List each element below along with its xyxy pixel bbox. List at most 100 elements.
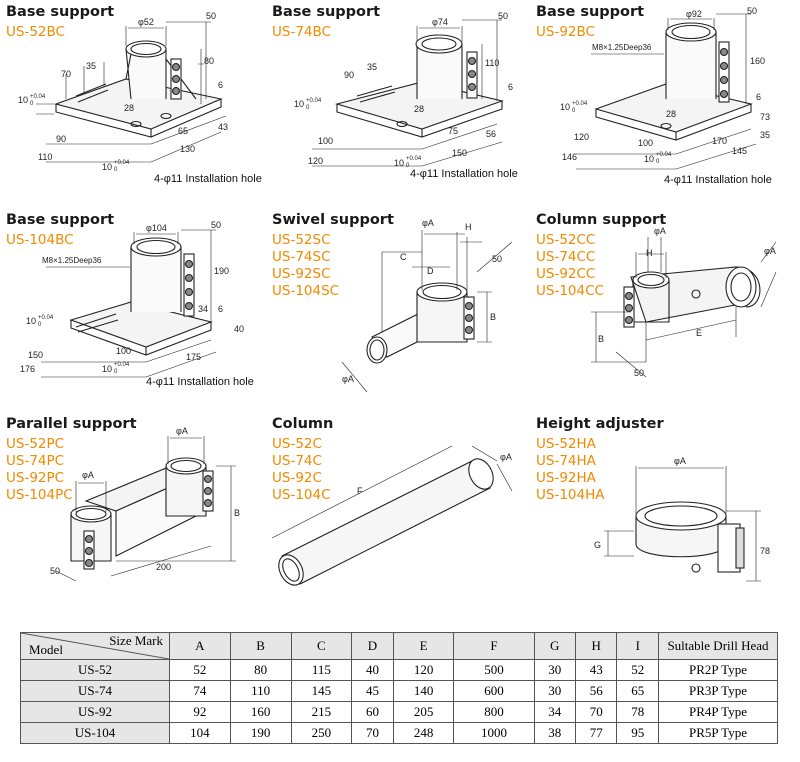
dim-label: 10 [102, 162, 112, 172]
model-label: US-104PC [6, 487, 73, 503]
dim-label: B [234, 508, 240, 518]
dim-label: 80 [204, 56, 214, 66]
dim-label: φA [674, 456, 686, 466]
model-label: US-92SC [272, 266, 331, 282]
table-cell: 248 [392, 722, 455, 744]
dim-label: G [594, 540, 601, 550]
dim-label: 35 [367, 62, 377, 72]
parallel-support-drawing: φA φA B 50 200 [50, 426, 240, 582]
dim-label: 0 [38, 322, 42, 328]
table-cell: 92 [169, 701, 231, 723]
column-header: I [616, 632, 659, 660]
model-label: US-92C [272, 470, 322, 486]
dim-label: 50 [498, 11, 508, 21]
dim-label: 78 [760, 546, 770, 556]
model-label: US-92PC [6, 470, 65, 486]
dim-label: 200 [156, 562, 171, 572]
model-cell: US-52 [20, 659, 170, 681]
dim-label: 110 [38, 152, 52, 162]
dim-label: 70 [61, 69, 71, 79]
table-cell: 30 [533, 659, 576, 681]
dim-label: φA [500, 452, 512, 462]
dim-label: +0.04 [114, 362, 130, 368]
dim-label: 0 [30, 101, 34, 107]
dim-label: +0.04 [114, 160, 130, 166]
dim-label: φ52 [138, 17, 154, 27]
dim-label: H [646, 248, 653, 258]
dim-label: 50 [634, 368, 644, 378]
dim-label: 75 [448, 126, 458, 136]
panel-title: Swivel support [272, 212, 394, 228]
table-cell: 600 [453, 680, 535, 702]
table-header-row: Size Mark Model A B C D E F G H I Sultab… [20, 632, 778, 660]
dim-label: 130 [180, 144, 195, 154]
dim-label: 10 [394, 158, 404, 168]
size-mark-label: Size Mark [109, 633, 163, 648]
dim-label: 35 [86, 61, 96, 71]
table-cell: 30 [533, 680, 576, 702]
dim-label: 176 [20, 364, 35, 374]
table-cell: 77 [574, 722, 618, 744]
table-cell: 95 [616, 722, 659, 744]
model-label: US-92CC [536, 266, 596, 282]
column-header: B [229, 632, 292, 660]
dim-label: 35 [760, 130, 770, 140]
table-cell: 60 [351, 701, 394, 723]
dim-label: 0 [572, 108, 576, 114]
dim-label: M8×1.25Deep36 [42, 256, 102, 265]
model-label: US-104SC [272, 283, 340, 299]
model-label: US-104C [272, 487, 331, 503]
panel-swivel-support: Swivel support US-52SC US-74SC US-92SC U… [272, 212, 534, 412]
table-cell: PR3P Type [658, 680, 778, 702]
dim-label: φ74 [432, 17, 448, 27]
dim-label: +0.04 [38, 315, 54, 321]
dim-label: 6 [756, 92, 761, 102]
dim-label: 10 [26, 316, 36, 326]
column-header: A [169, 632, 231, 660]
base-support-drawing: φ92 50 M8×1.25Deep36 160 6 10 +0.04 0 28… [560, 6, 770, 170]
column-drawing: F φA [271, 445, 513, 586]
table-cell: PR5P Type [658, 722, 778, 744]
panel-title: Column support [536, 212, 667, 228]
dim-label: 145 [732, 146, 747, 156]
dim-label: 28 [414, 104, 424, 114]
table-cell: 34 [533, 701, 576, 723]
dim-label: 100 [116, 346, 131, 356]
dim-label: 0 [114, 167, 118, 173]
installation-hole-note: 4-φ11 Installation hole [154, 173, 262, 185]
dim-label: φA [764, 246, 776, 256]
dim-label: 170 [712, 136, 727, 146]
dim-label: D [427, 266, 434, 276]
dim-label: F [357, 486, 363, 496]
dim-label: 175 [186, 352, 201, 362]
table-cell: 78 [616, 701, 659, 723]
dim-label: 10 [102, 364, 112, 374]
panel-parallel-support: Parallel support US-52PC US-74PC US-92PC… [6, 416, 268, 616]
dim-label: φ92 [686, 9, 702, 19]
column-header: G [533, 632, 576, 660]
dim-label: E [696, 328, 702, 338]
table-cell: 145 [290, 680, 353, 702]
panel-title: Base support [6, 212, 115, 228]
base-support-drawing: φ104 50 M8×1.25Deep36 190 34 6 10 +0.04 … [20, 220, 244, 378]
dim-label: M8×1.25Deep36 [592, 43, 652, 52]
dim-label: 50 [206, 11, 216, 21]
dim-label: +0.04 [306, 98, 322, 104]
panel-title: Parallel support [6, 416, 137, 432]
dim-label: 43 [218, 122, 228, 132]
table-row: US-104 104 190 250 70 248 1000 38 77 95 … [20, 722, 778, 744]
dim-label: φA [422, 218, 434, 228]
dim-label: +0.04 [30, 94, 46, 100]
base-support-drawing: φ52 50 80 70 35 6 28 10 +0.04 0 90 65 43… [18, 11, 228, 173]
table-cell: 56 [574, 680, 618, 702]
dim-label: B [490, 312, 496, 322]
model-label: US-104BC [6, 232, 74, 248]
dim-label: 0 [406, 163, 410, 169]
header-diagonal [21, 633, 169, 659]
dim-label: 10 [560, 102, 570, 112]
dim-label: 90 [344, 70, 354, 80]
panel-title: Column [272, 416, 334, 432]
dim-label: 0 [656, 159, 660, 165]
dim-label: 146 [562, 152, 577, 162]
table-cell: 104 [169, 722, 231, 744]
